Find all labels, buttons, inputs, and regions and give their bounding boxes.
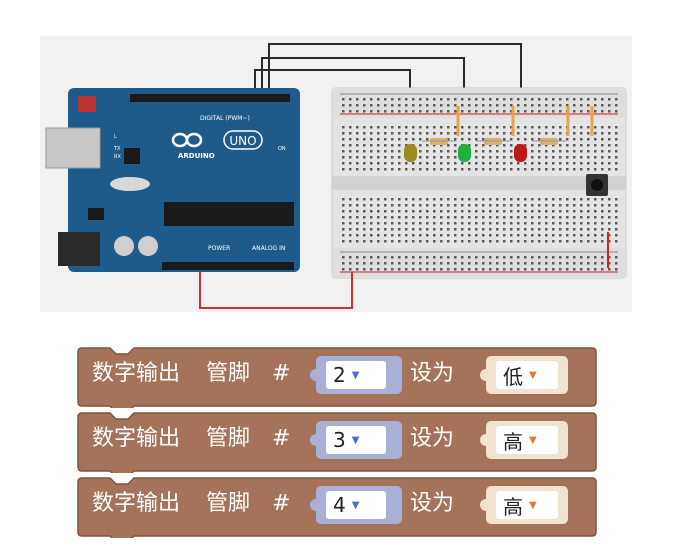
dropdown-arrow-icon: ▼ bbox=[529, 369, 537, 381]
block-pin-label: 管脚 bbox=[206, 426, 251, 451]
ground-jumpers[interactable] bbox=[456, 106, 594, 136]
pin-dropdown[interactable]: 3 ▼ bbox=[326, 426, 386, 454]
pin-dropdown[interactable]: 2 ▼ bbox=[326, 361, 386, 389]
level-slot: 高 ▼ bbox=[480, 421, 568, 459]
svg-text:DIGITAL (PWM~): DIGITAL (PWM~) bbox=[200, 115, 250, 122]
svg-text:POWER: POWER bbox=[208, 245, 230, 252]
dropdown-arrow-icon: ▼ bbox=[351, 369, 360, 381]
push-button[interactable] bbox=[586, 174, 608, 196]
svg-text:ARDUINO: ARDUINO bbox=[178, 152, 215, 160]
dropdown-arrow-icon: ▼ bbox=[351, 434, 360, 446]
level-dropdown[interactable]: 高 ▼ bbox=[496, 426, 558, 454]
level-slot-notch bbox=[480, 499, 490, 511]
pin-slot-notch bbox=[310, 369, 320, 381]
block-action-label: 数字输出 bbox=[92, 491, 181, 516]
pin-slot-notch bbox=[310, 499, 320, 511]
level-dropdown[interactable]: 高 ▼ bbox=[496, 491, 558, 519]
digital-write-block[interactable]: 数字输出 管脚 # 2 ▼ 设为 低 ▼ bbox=[76, 346, 598, 408]
digital-write-block[interactable]: 数字输出 管脚 # 3 ▼ 设为 高 ▼ bbox=[76, 411, 598, 473]
block-pin-label: 管脚 bbox=[206, 491, 251, 516]
svg-text:ON: ON bbox=[278, 146, 286, 152]
block-pin-label: 管脚 bbox=[206, 361, 251, 386]
svg-text:RX: RX bbox=[114, 154, 121, 160]
block-action-label: 数字输出 bbox=[92, 361, 181, 386]
pin-slot-notch bbox=[310, 434, 320, 446]
block-action-label: 数字输出 bbox=[92, 426, 181, 451]
dropdown-arrow-icon: ▼ bbox=[529, 434, 537, 446]
level-slot-notch bbox=[480, 434, 490, 446]
breadboard[interactable] bbox=[331, 87, 627, 279]
circuit-canvas[interactable]: UNO ARDUINO DIGITAL (PWM~) POWER ANALOG … bbox=[40, 36, 632, 312]
pin-number-slot: 4 ▼ bbox=[310, 486, 402, 524]
dropdown-arrow-icon: ▼ bbox=[529, 499, 537, 511]
dropdown-arrow-icon: ▼ bbox=[351, 499, 360, 511]
circuit-drawing: UNO ARDUINO DIGITAL (PWM~) POWER ANALOG … bbox=[45, 43, 627, 309]
block-hash-label: # bbox=[272, 426, 291, 451]
level-slot: 高 ▼ bbox=[480, 486, 568, 524]
pin-dropdown[interactable]: 4 ▼ bbox=[326, 491, 386, 519]
svg-text:UNO: UNO bbox=[229, 134, 256, 148]
block-hash-label: # bbox=[272, 361, 291, 386]
block-hash-label: # bbox=[272, 491, 291, 516]
power-wire[interactable] bbox=[199, 272, 353, 309]
digital-write-block[interactable]: 数字输出 管脚 # 4 ▼ 设为 高 ▼ bbox=[76, 476, 598, 538]
pin-value: 4 bbox=[333, 493, 346, 517]
pin-number-slot: 3 ▼ bbox=[310, 421, 402, 459]
level-value: 高 bbox=[503, 494, 523, 519]
level-dropdown[interactable]: 低 ▼ bbox=[496, 361, 558, 389]
pin-value: 3 bbox=[333, 428, 346, 452]
level-value: 高 bbox=[503, 429, 523, 454]
level-value: 低 bbox=[503, 364, 523, 389]
leds[interactable] bbox=[404, 144, 527, 162]
svg-text:L: L bbox=[114, 134, 117, 140]
resistors[interactable] bbox=[422, 138, 566, 145]
svg-text:ANALOG IN: ANALOG IN bbox=[252, 245, 285, 252]
pin-number-slot: 2 ▼ bbox=[310, 356, 402, 394]
level-slot-notch bbox=[480, 369, 490, 381]
arduino-board[interactable]: UNO ARDUINO DIGITAL (PWM~) POWER ANALOG … bbox=[45, 88, 300, 272]
block-set-label: 设为 bbox=[410, 491, 455, 516]
level-slot: 低 ▼ bbox=[480, 356, 568, 394]
pin-value: 2 bbox=[333, 363, 346, 387]
block-set-label: 设为 bbox=[410, 361, 455, 386]
block-set-label: 设为 bbox=[410, 426, 455, 451]
svg-text:TX: TX bbox=[113, 146, 121, 152]
